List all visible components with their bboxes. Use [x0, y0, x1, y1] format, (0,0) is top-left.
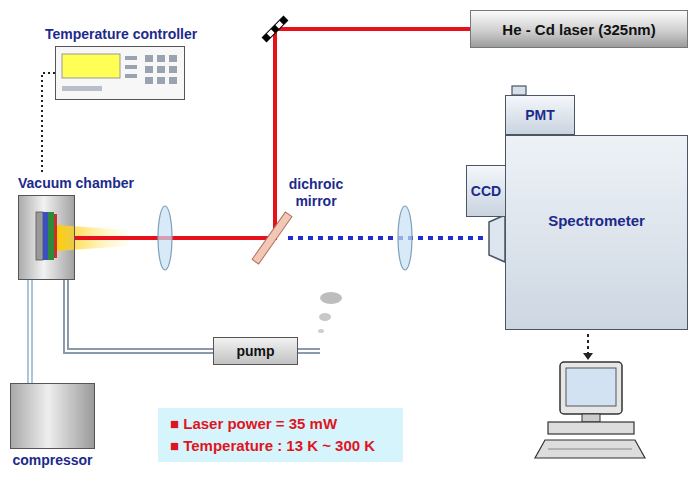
rect-shape [157, 55, 165, 62]
rect-shape [548, 422, 634, 434]
turning-mirror [262, 16, 287, 41]
rect-shape [157, 66, 165, 73]
rect-shape [157, 77, 165, 84]
node-text: CCD [471, 183, 501, 199]
exhaust-cloud [318, 292, 342, 333]
connector-stroke [29, 280, 31, 383]
rect-shape [145, 55, 153, 62]
vacuum-chamber: Vacuum chamber [18, 175, 134, 280]
node-text: He - Cd laser (325nm) [502, 21, 655, 38]
vacuum-line [66, 280, 213, 351]
rect-shape [48, 212, 54, 260]
rect-shape [566, 368, 616, 406]
control-cable [42, 73, 55, 172]
pmt-box: PMT [505, 95, 575, 135]
polygon-shape [535, 440, 645, 458]
rect-shape [169, 66, 177, 73]
node-text: pump [236, 343, 274, 359]
controller-body [55, 46, 185, 100]
dichroic-mirror [252, 212, 292, 264]
line-shape [298, 350, 320, 352]
node-outline [55, 46, 185, 100]
pmt-cap [512, 86, 526, 95]
node-label: Vacuum chamber [18, 175, 134, 191]
rect-shape [252, 212, 292, 264]
ellipse-shape [320, 292, 342, 304]
rect-shape [145, 66, 153, 73]
exhaust-pipe [298, 351, 320, 352]
rect-shape [55, 46, 185, 100]
rect-shape [169, 77, 177, 84]
rect-shape [54, 214, 57, 258]
connector-stroke [66, 280, 213, 351]
emission-beam [288, 236, 488, 240]
node-text: ■ Temperature : 13 K ~ 300 K [170, 435, 375, 457]
temperature-controller: Temperature controller [45, 26, 197, 100]
collection-lens [398, 206, 412, 270]
node-outline [10, 383, 95, 449]
rect-shape [560, 362, 622, 414]
ccd-box: CCD [466, 165, 506, 217]
line-shape [548, 449, 632, 450]
rect-shape [262, 16, 287, 41]
connector-stroke [27, 280, 33, 383]
line-shape [587, 334, 589, 353]
connector-stroke [75, 29, 470, 238]
pump-box: pump [213, 337, 298, 365]
rect-shape [279, 16, 287, 24]
rect-shape [125, 65, 137, 69]
compressor-box: compressor [10, 383, 95, 468]
line-shape [298, 348, 320, 354]
rect-shape [271, 25, 279, 33]
laser-box: He - Cd laser (325nm) [470, 10, 688, 48]
polygon-shape [583, 353, 593, 360]
rect-shape [145, 77, 153, 84]
rect-shape [582, 414, 600, 422]
computer-icon [535, 362, 645, 458]
spectrometer-slit [489, 215, 505, 262]
rect-shape [43, 212, 48, 260]
node-text: Spectrometer [548, 212, 645, 229]
node-outline [18, 195, 75, 280]
spectrometer-box: Spectrometer [505, 135, 688, 330]
vacuum-line [30, 280, 31, 383]
connector-stroke [42, 73, 55, 172]
focus-lens [158, 206, 172, 270]
rect-shape [62, 86, 102, 91]
parameter-box: ■ Laser power = 35 mW■ Temperature : 13 … [158, 408, 403, 462]
rect-shape [125, 56, 137, 60]
part-label: dichroic mirror [283, 176, 349, 210]
rect-shape [62, 54, 120, 78]
rect-shape [262, 33, 270, 41]
node-label: compressor [12, 452, 92, 468]
ellipse-shape [318, 329, 324, 333]
node-text: ■ Laser power = 35 mW [170, 413, 337, 435]
data-arrow [583, 334, 593, 360]
rect-shape [125, 74, 137, 78]
node-label: Temperature controller [45, 26, 197, 42]
connector-stroke [66, 280, 213, 351]
rect-shape [169, 55, 177, 62]
node-text: PMT [525, 107, 555, 123]
laser-beam [75, 29, 470, 238]
ellipse-shape [319, 313, 331, 321]
rect-shape [36, 212, 43, 260]
